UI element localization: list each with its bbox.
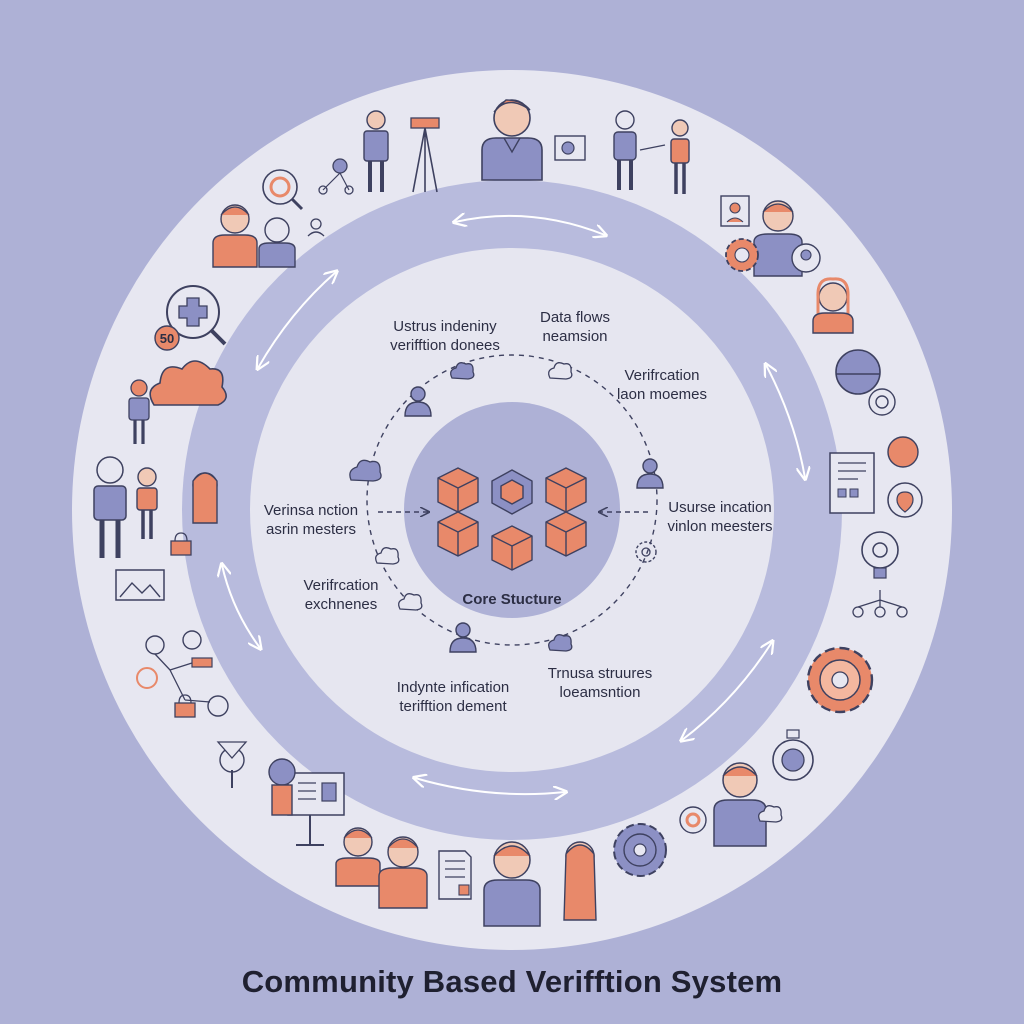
person-icon: [449, 622, 477, 653]
gear-icon: [635, 541, 657, 563]
presentation-board-icon: [554, 135, 586, 161]
person-icon: [307, 218, 325, 237]
cloud-icon: [398, 593, 423, 611]
cloud-icon: [349, 459, 382, 482]
person-badge-icon: [720, 195, 750, 227]
cloud-icon: [548, 362, 573, 380]
person-icon: [713, 762, 767, 847]
person-icon: [812, 277, 854, 334]
magnifier-icon: [887, 482, 923, 518]
magnifier-icon: [262, 169, 304, 211]
flow-arrow-left-lower: [222, 565, 260, 648]
document-icon: [829, 452, 875, 514]
person-icon: [128, 379, 150, 444]
signpost-icon: [216, 741, 248, 788]
person-icon: [791, 243, 821, 273]
person-icon: [636, 458, 664, 489]
label-left-middle: Verinsa nction asrin mesters: [263, 502, 359, 538]
person-icon: [835, 349, 881, 395]
cloud-icon: [375, 547, 400, 565]
cloud-icon: [149, 360, 227, 406]
person-icon: [192, 472, 218, 524]
target-icon: [868, 388, 896, 416]
person-icon: [563, 841, 597, 921]
cube-icon: [545, 467, 587, 513]
person-icon: [378, 836, 428, 909]
core-label: Core Stucture: [462, 591, 562, 608]
flow-arrow-top-left: [258, 272, 336, 368]
person-icon: [268, 758, 296, 816]
network-icon: [136, 630, 229, 717]
page-title: Community Based Verifftion System: [241, 964, 783, 999]
flow-arrow-right-upper: [766, 365, 805, 478]
gear-icon: [725, 238, 759, 272]
label-top-left: Ustrus indeniny verifftion donees: [390, 318, 500, 354]
label-bottom-left: Indynte infication terifftion dement: [396, 679, 510, 715]
core-cubes: [437, 467, 587, 571]
link-line: [639, 144, 666, 151]
flow-arrow-right-lower: [682, 642, 772, 740]
speech-bubble-icon: [887, 436, 919, 468]
image-icon: [115, 569, 165, 601]
badge-label: 50: [159, 331, 175, 346]
label-top-right: Data flows neamsion: [539, 309, 611, 345]
document-icon: [438, 850, 472, 900]
person-icon: [258, 217, 296, 268]
network-icon: [318, 158, 354, 195]
person-icon: [363, 110, 389, 192]
cube-icon: [437, 467, 479, 513]
cube-icon: [437, 511, 479, 557]
lock-icon: [174, 694, 196, 718]
person-icon: [481, 99, 543, 181]
flow-arrow-bottom: [415, 778, 565, 794]
target-icon: [679, 806, 707, 834]
person-icon: [136, 467, 158, 539]
person-icon: [670, 119, 690, 194]
person-icon: [483, 841, 541, 927]
cloud-icon: [450, 362, 475, 380]
label-left-lower: Verifrcation exchnenes: [303, 577, 379, 613]
person-icon: [753, 200, 803, 277]
clock-icon: [772, 729, 814, 781]
lock-icon: [170, 532, 192, 556]
gear-icon: [806, 646, 874, 714]
person-icon: [93, 456, 127, 558]
magnifier-icon: [166, 285, 227, 346]
label-right-upper: Verifrcation laon moemes: [616, 367, 708, 403]
label-right-middle: Usurse incation vinlon meesters: [667, 499, 773, 535]
gear-icon: [613, 823, 667, 877]
badge-icon: [154, 325, 180, 351]
label-bottom-right: Trnusa struures loeamsntion: [547, 665, 653, 701]
dashed-circuit: [366, 354, 658, 646]
hexagon-cube-icon: [491, 469, 533, 515]
flow-arrow-top: [455, 216, 605, 235]
presentation-board-icon: [287, 772, 345, 846]
lightbulb-icon: [861, 531, 899, 579]
cloud-icon: [758, 805, 783, 823]
person-icon: [335, 827, 381, 887]
cloud-icon: [548, 634, 573, 652]
cube-icon: [545, 511, 587, 557]
network-icon: [852, 590, 908, 618]
presentation-board-icon: [410, 117, 440, 193]
person-icon: [404, 386, 432, 417]
cube-icon: [491, 525, 533, 571]
person-icon: [613, 110, 637, 190]
person-icon: [212, 204, 258, 268]
